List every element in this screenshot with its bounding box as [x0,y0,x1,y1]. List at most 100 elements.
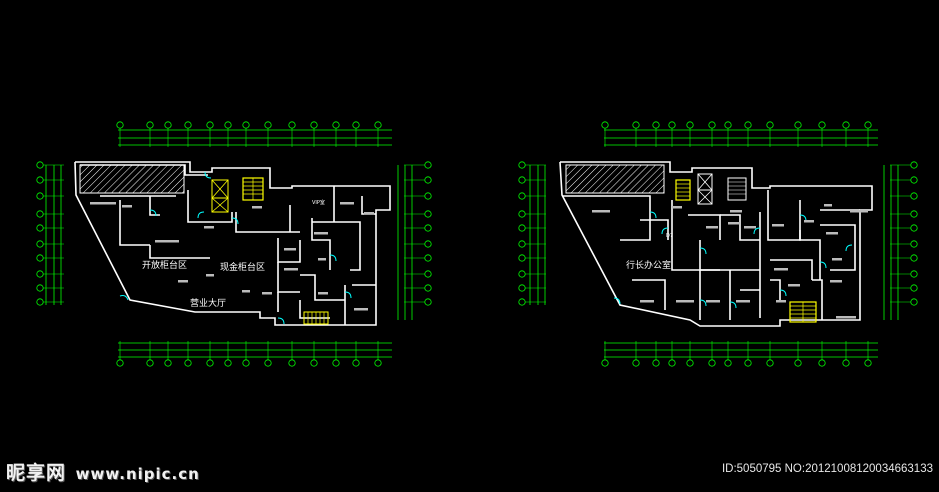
grid-axis-bubble [668,359,676,367]
grid-axis-bubble [518,192,526,200]
grid-axis-bubble [601,121,609,129]
floor-plan-right: 行长办公室 D7 [518,121,918,367]
grid-axis-bubble [652,121,660,129]
grid-axis-bubble [374,359,382,367]
grid-axis-bubble [910,254,918,262]
grid-axis-bubble [910,298,918,306]
grid-axis-bubble [36,161,44,169]
grid-axis-bubble [288,359,296,367]
grid-axis-bubble [424,254,432,262]
grid-axis-bubble [910,240,918,248]
grid-axis-bubble [242,121,250,129]
grid-axis-bubble [864,359,872,367]
grid-axis-bubble [116,359,124,367]
grid-axis-bubble [264,121,272,129]
watermark-url: www.nipic.cn [75,465,200,483]
doors-right [613,211,853,309]
watermark-logo: 昵享网 www.nipic.cn [6,458,200,485]
grid-axis-bubble [184,359,192,367]
room-label-d7: D7 [666,233,673,239]
room-label-vip: VIP室 [312,199,325,206]
grid-axis-bubble [518,240,526,248]
grid-axis-bubble [310,359,318,367]
grid-axis-bubble [116,121,124,129]
walls-left [74,161,391,326]
grid-axis-bubble [518,176,526,184]
grid-axis-bubble [424,176,432,184]
grid-axis-bubble [910,210,918,218]
grid-axis-bubble [518,224,526,232]
grid-axis-bubble [910,284,918,292]
grid-axis-bubble [864,121,872,129]
grid-axis-bubble [424,240,432,248]
grid-axis-bubble [794,359,802,367]
grid-axis-bubble [601,359,609,367]
grid-axis-bubble [332,121,340,129]
grid-axis-bubble [632,121,640,129]
grid-axis-bubble [518,284,526,292]
small-annotations-left [90,202,374,311]
grid-axis-bubble [518,270,526,278]
grid-axis-bubble [766,121,774,129]
room-label-open-counter: 开放柜台区 [142,259,187,271]
grid-axis-bubble [686,121,694,129]
grid-axis-bubble [424,210,432,218]
grid-axis-bubble [146,121,154,129]
grid-axis-bubble [842,121,850,129]
grid-axis-bubble [352,121,360,129]
grid-axis-bubble [374,121,382,129]
hatched-area-left [79,164,185,194]
grid-axis-bubble [424,192,432,200]
doors-left [119,171,352,325]
grid-axis-bubble [164,121,172,129]
grid-axis-bubbles-left [36,121,432,367]
grid-axis-bubble [146,359,154,367]
grid-axis-bubble [288,121,296,129]
walls-right [559,161,873,327]
watermark-logo-text: 昵享网 [6,462,67,484]
dimension-grid-right [529,129,899,358]
grid-axis-bubble [424,270,432,278]
grid-axis-bubble [668,121,676,129]
stair-core-right [675,173,817,323]
room-label-cash-counter: 现金柜台区 [220,261,265,273]
grid-axis-bubble [724,121,732,129]
grid-axis-bubble [264,359,272,367]
grid-axis-bubble [36,254,44,262]
grid-axis-bubble [36,210,44,218]
grid-axis-bubble [910,224,918,232]
grid-axis-bubble [164,359,172,367]
grid-axis-bubble [36,240,44,248]
grid-axis-bubble [206,359,214,367]
grid-axis-bubble [36,298,44,306]
grid-axis-bubbles-right [518,121,918,367]
grid-axis-bubble [794,121,802,129]
stair-core-left [211,177,329,325]
grid-axis-bubble [744,121,752,129]
grid-axis-bubble [518,210,526,218]
grid-axis-bubble [652,359,660,367]
grid-axis-bubble [332,359,340,367]
grid-axis-bubble [518,298,526,306]
watermark-id: ID:5050795 NO:20121008120034663133 [721,463,933,475]
grid-axis-bubble [424,224,432,232]
grid-axis-bubble [242,359,250,367]
dimension-grid-left [45,129,413,358]
small-annotations-right [592,204,868,319]
grid-axis-bubble [766,359,774,367]
room-label-president-office: 行长办公室 [626,259,671,271]
grid-axis-bubble [424,284,432,292]
grid-axis-bubble [184,121,192,129]
grid-axis-bubble [224,359,232,367]
grid-axis-bubble [910,161,918,169]
grid-axis-bubble [36,270,44,278]
grid-axis-bubble [36,192,44,200]
grid-axis-bubble [36,224,44,232]
room-label-business-hall: 营业大厅 [190,297,226,309]
grid-axis-bubble [910,176,918,184]
grid-axis-bubble [206,121,214,129]
grid-axis-bubble [224,121,232,129]
grid-axis-bubble [352,359,360,367]
grid-axis-bubble [36,176,44,184]
